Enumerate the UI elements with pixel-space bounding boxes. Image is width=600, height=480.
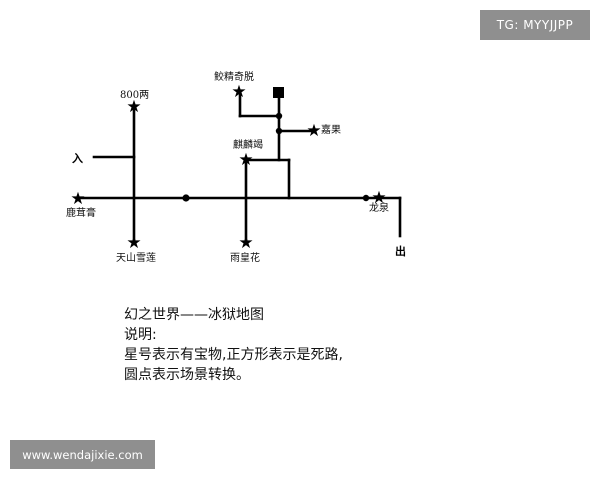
legend-heading: 说明: [124,327,157,343]
star-icon: ★ [231,82,246,102]
scene-dot [182,194,190,202]
scene-dot [275,127,283,135]
star-icon: ★ [371,188,386,208]
legend-line-2: 圆点表示场景转换。 [124,367,250,383]
label-800-liang: 800两 [120,90,149,101]
map-paths [78,90,402,244]
label-jiaguo: 嘉果 [321,123,341,136]
label-longquan: 龙泉 [369,201,389,214]
star-icon: ★ [238,233,253,253]
star-icon: ★ [306,121,321,141]
map-labels: 入 出 800两 鹿茸膏 天山雪莲 雨皇花 麒麟竭 鲛精奇脱 嘉果 龙泉 [66,70,406,264]
label-qilinjie: 麒麟竭 [233,138,263,151]
scene-dot [275,112,283,120]
entrance-label: 入 [72,152,83,165]
star-icon: ★ [126,233,141,253]
exit-label: 出 [395,244,406,258]
dead-end-square [273,87,284,98]
label-yuhuanghua: 雨皇花 [230,251,260,264]
tg-watermark: TG: MYYJJPP [480,10,590,40]
legend-line-1: 星号表示有宝物,正方形表示是死路, [124,347,343,363]
site-watermark: www.wendajixie.com [10,440,155,469]
star-icon: ★ [70,189,85,209]
map-legend: 幻之世界——冰狱地图 说明: 星号表示有宝物,正方形表示是死路, 圆点表示场景转… [124,305,444,385]
treasure-stars: ★ ★ ★ ★ ★ ★ ★ ★ [70,82,386,253]
legend-title: 幻之世界——冰狱地图 [124,307,264,323]
scene-dots [182,112,370,202]
label-jiaojing: 鲛精奇脱 [214,70,254,83]
label-lurongqing: 鹿茸膏 [66,206,96,219]
star-icon: ★ [126,97,141,117]
scene-dot [362,194,370,202]
label-tianshan-xuelian: 天山雪莲 [116,252,156,264]
star-icon: ★ [238,150,253,170]
